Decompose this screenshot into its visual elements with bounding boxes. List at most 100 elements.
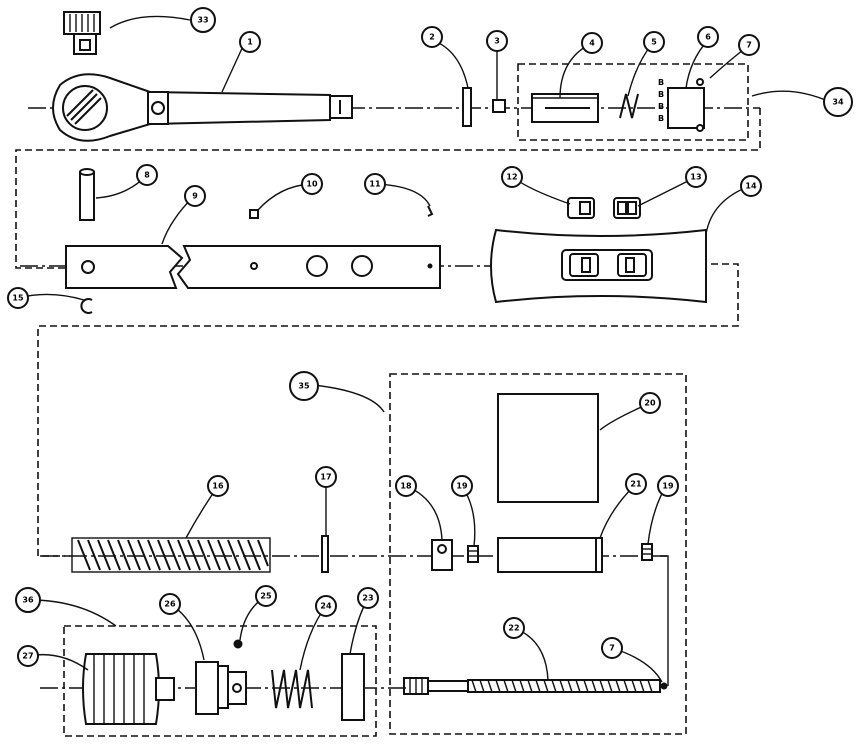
svg-text:12: 12 [506,173,517,182]
part-27-knob [82,653,175,725]
svg-text:26: 26 [164,600,176,609]
connector-rod [660,555,669,686]
part-4-cylinder [531,93,599,123]
svg-text:10: 10 [306,180,318,189]
callout-33: 33 [190,7,216,33]
svg-text:B: B [658,90,664,99]
callout-6: 6 [697,26,719,48]
svg-text:15: 15 [12,294,24,303]
svg-text:13: 13 [690,173,701,182]
part-13-window [613,197,641,219]
callout-7-upper: 7 [738,34,760,56]
callout-22: 22 [503,617,525,639]
callout-2: 2 [421,26,443,48]
part-2-plate [462,87,472,127]
part-5-spring [619,93,639,119]
svg-text:22: 22 [508,624,519,633]
callout-3: 3 [486,30,508,52]
part-22-threaded-rod [403,677,661,695]
part-15-c-clip [80,298,93,314]
svg-text:B: B [658,78,664,87]
callout-14: 14 [740,175,762,197]
group-34-box [517,63,749,141]
callout-15: 15 [7,287,29,309]
svg-text:34: 34 [832,98,844,107]
part-10-nub [249,209,259,219]
group-35-box [389,373,687,735]
connector-row2-row3 [37,263,739,557]
svg-text:16: 16 [212,482,224,491]
svg-text:B: B [658,114,664,123]
callout-19-right: 19 [657,475,679,497]
svg-text:18: 18 [400,482,412,491]
svg-text:21: 21 [630,480,642,489]
svg-text:4: 4 [589,39,595,48]
callout-13: 13 [685,166,707,188]
part-7-ball-lower [660,682,668,690]
part-20-card [497,393,599,503]
part-1-ratchet-handle [52,73,353,142]
part-26-collar [195,661,247,715]
part-19-nut-right [641,543,653,561]
part-12-window [567,197,595,219]
svg-text:8: 8 [144,171,150,180]
svg-text:B: B [658,102,664,111]
callout-11: 11 [364,173,386,195]
svg-text:7: 7 [746,41,752,50]
part-25-ball [233,639,243,649]
callout-10: 10 [301,173,323,195]
svg-text:9: 9 [192,192,198,201]
part-33-ratchet-adapter [63,11,101,55]
svg-text:3: 3 [494,37,500,46]
part-6-body: BB BB [658,78,705,132]
connector-row1-row2 [15,108,761,269]
callout-8: 8 [136,164,158,186]
callout-7-lower: 7 [601,637,623,659]
part-8-pin [79,168,95,221]
callout-34: 34 [823,87,853,117]
callout-26: 26 [159,593,181,615]
svg-text:7: 7 [609,644,615,653]
callout-1: 1 [239,31,261,53]
svg-text:6: 6 [705,33,711,42]
callout-25: 25 [255,585,277,607]
svg-text:24: 24 [320,602,332,611]
part-19-nut-left [467,545,479,563]
part-23-cap [341,653,365,721]
svg-text:20: 20 [644,399,656,408]
group-36-box [63,625,377,737]
svg-text:2: 2 [429,33,435,42]
part-16-main-spring [71,537,271,573]
callout-16: 16 [207,475,229,497]
callout-17: 17 [315,466,337,488]
svg-text:19: 19 [662,482,674,491]
svg-text:5: 5 [651,38,657,47]
callout-4: 4 [581,32,603,54]
svg-text:27: 27 [22,652,33,661]
callout-19-left: 19 [451,475,473,497]
svg-text:35: 35 [298,382,310,391]
svg-text:33: 33 [197,16,208,25]
callout-35: 35 [289,371,319,401]
part-24-spring [271,669,313,709]
callout-18: 18 [395,475,417,497]
part-11-clip [427,205,434,217]
svg-text:19: 19 [456,482,468,491]
svg-text:25: 25 [260,592,272,601]
svg-text:17: 17 [320,473,331,482]
part-14-grip [490,228,707,304]
callout-27: 27 [17,645,39,667]
part-9-beam [65,245,441,289]
svg-text:23: 23 [362,594,373,603]
part-3-block [492,99,506,113]
svg-text:11: 11 [369,180,381,189]
callout-24: 24 [315,595,337,617]
callout-bubbles: 33 1 2 3 4 5 6 7 34 8 9 10 11 12 13 14 1… [7,7,853,667]
part-21-tube [497,537,603,573]
callout-9: 9 [184,185,206,207]
svg-text:14: 14 [745,182,757,191]
callout-36: 36 [15,587,41,613]
callout-21: 21 [625,473,647,495]
